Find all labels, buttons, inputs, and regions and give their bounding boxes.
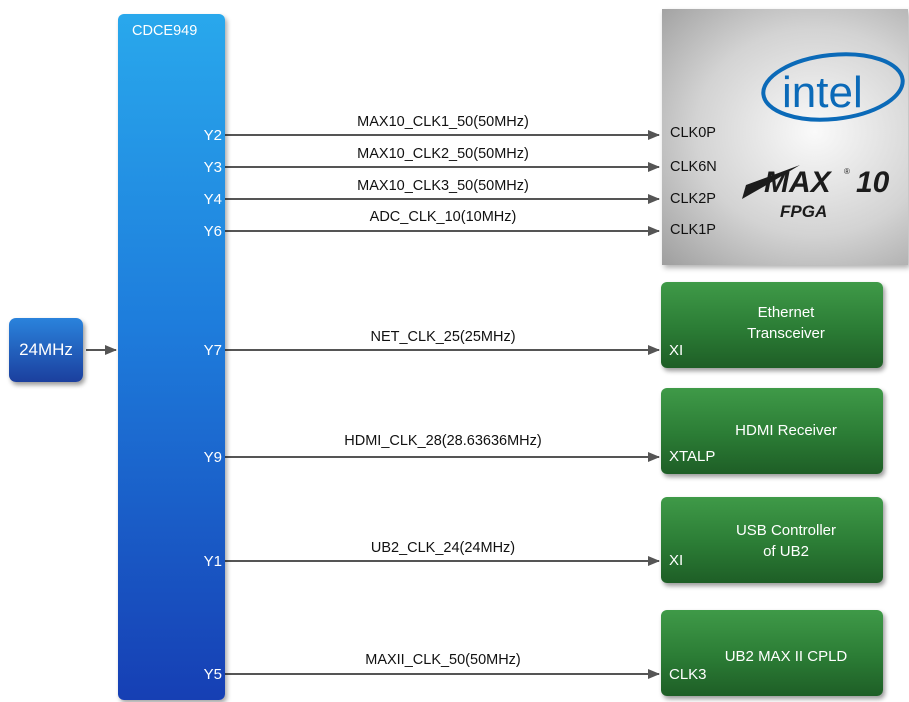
signal-label-net-clk: NET_CLK_25(25MHz)	[370, 329, 516, 345]
signal-label-adc-clk: ADC_CLK_10(10MHz)	[369, 209, 517, 225]
clock-generator-cdce949: CDCE949 Y2 Y3 Y4 Y6 Y7 Y9 Y1 Y5	[118, 14, 225, 700]
fpga-pin-clk1p: CLK1P	[670, 222, 716, 238]
oscillator-label: 24MHz	[19, 340, 73, 359]
device-pin-xtalp: XTALP	[669, 448, 716, 465]
fpga-pin-clk2p: CLK2P	[670, 191, 716, 207]
pin-y2: Y2	[203, 127, 222, 144]
fpga-pin-clk0p: CLK0P	[670, 125, 716, 141]
signal-label-maxii-clk: MAXII_CLK_50(50MHz)	[365, 652, 521, 668]
signal-label-max10-clk2: MAX10_CLK2_50(50MHz)	[357, 146, 529, 162]
device-pin-clk3: CLK3	[669, 666, 707, 683]
fpga-pin-clk6n: CLK6N	[670, 159, 717, 175]
max10-logo: MAX ® 10 FPGA	[742, 165, 890, 221]
device-hdmi-receiver: HDMI Receiver XTALP	[661, 388, 883, 474]
fpga-logo-text: FPGA	[780, 202, 827, 221]
pin-y1: Y1	[203, 553, 222, 570]
max10-logo-swoosh	[742, 165, 800, 199]
pin-y6: Y6	[203, 223, 222, 240]
device-name-cpld: UB2 MAX II CPLD	[724, 648, 848, 665]
device-usb-controller: USB Controller of UB2 XI	[661, 497, 883, 583]
pin-y5: Y5	[203, 666, 222, 683]
pin-y4: Y4	[203, 191, 222, 208]
device-name-ethernet: Ethernet Transceiver	[747, 304, 825, 342]
max-logo-text: MAX	[764, 166, 833, 199]
device-pin-xi-ethernet: XI	[669, 342, 684, 359]
device-name-hdmi: HDMI Receiver	[735, 422, 837, 439]
intel-logo-swoosh	[761, 52, 905, 122]
device-name-usb: USB Controller of UB2	[735, 522, 837, 560]
max-logo-number: 10	[856, 166, 890, 199]
device-ub2-max2-cpld: UB2 MAX II CPLD CLK3	[661, 610, 883, 696]
pin-y7: Y7	[203, 342, 222, 359]
pin-y9: Y9	[203, 449, 222, 466]
signal-label-max10-clk3: MAX10_CLK3_50(50MHz)	[357, 178, 529, 194]
signal-label-hdmi-clk: HDMI_CLK_28(28.63636MHz)	[344, 433, 542, 449]
fpga-max10-chip: intel MAX ® 10 FPGA CLK0P CLK6N CLK2P CL…	[662, 9, 908, 265]
oscillator-24mhz: 24MHz	[9, 318, 83, 382]
clock-generator-title: CDCE949	[132, 23, 198, 39]
device-pin-xi-usb: XI	[669, 552, 684, 569]
max-logo-registered: ®	[844, 167, 850, 176]
signal-label-max10-clk1: MAX10_CLK1_50(50MHz)	[357, 114, 529, 130]
intel-logo-text: intel	[782, 68, 863, 117]
pin-y3: Y3	[203, 159, 222, 176]
device-ethernet-transceiver: Ethernet Transceiver XI	[661, 282, 883, 368]
signal-label-ub2-clk: UB2_CLK_24(24MHz)	[370, 540, 516, 556]
intel-logo: intel	[761, 52, 905, 122]
